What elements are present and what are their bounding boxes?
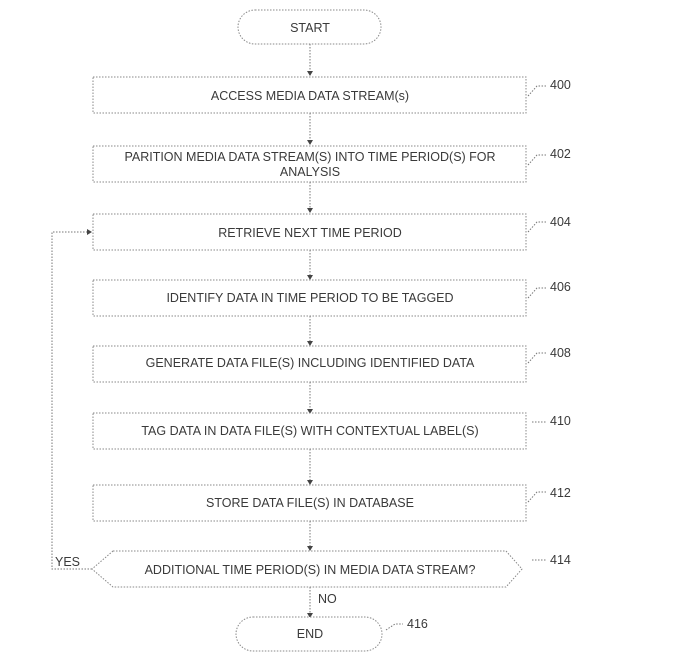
- ref-leader: [385, 623, 403, 631]
- step-label-line-1: PARITION MEDIA DATA STREAM(S) INTO TIME …: [124, 150, 495, 164]
- arrow-head: [307, 341, 313, 346]
- step-412: STORE DATA FILE(S) IN DATABASE 412: [92, 484, 571, 522]
- arrow-head: [307, 409, 313, 414]
- ref-number: 406: [550, 280, 571, 294]
- arrow-head: [307, 613, 313, 618]
- step-404: RETRIEVE NEXT TIME PERIOD 404: [92, 213, 571, 251]
- step-label: TAG DATA IN DATA FILE(S) WITH CONTEXTUAL…: [141, 424, 478, 438]
- yes-label: YES: [55, 555, 80, 569]
- end-terminal: END 416: [235, 616, 428, 652]
- arrow-head: [307, 140, 313, 145]
- ref-leader: [527, 85, 546, 97]
- arrow-head: [87, 229, 92, 235]
- ref-number: 414: [550, 553, 571, 567]
- ref-leader: [527, 491, 546, 503]
- step-410: TAG DATA IN DATA FILE(S) WITH CONTEXTUAL…: [92, 412, 571, 450]
- arrow-head: [307, 208, 313, 213]
- step-box: [92, 213, 527, 251]
- ref-leader: [527, 154, 546, 166]
- yes-loop: YES: [51, 229, 92, 570]
- ref-number: 400: [550, 78, 571, 92]
- step-box: [92, 484, 527, 522]
- step-box: [92, 412, 527, 450]
- arrow-head: [307, 71, 313, 76]
- ref-leader: [527, 287, 546, 299]
- step-box: [92, 145, 527, 183]
- step-label: RETRIEVE NEXT TIME PERIOD: [218, 226, 402, 240]
- ref-number: 408: [550, 346, 571, 360]
- step-box: [92, 76, 527, 114]
- ref-number: 412: [550, 486, 571, 500]
- start-terminal: START: [237, 9, 382, 45]
- ref-number: 416: [407, 617, 428, 631]
- end-label: END: [297, 627, 323, 641]
- arrow-head: [307, 275, 313, 280]
- ref-number: 404: [550, 215, 571, 229]
- step-label: ACCESS MEDIA DATA STREAM(s): [211, 89, 409, 103]
- ref-number: 410: [550, 414, 571, 428]
- yes-connector: [51, 231, 92, 570]
- step-box: [92, 279, 527, 317]
- no-label: NO: [318, 592, 337, 606]
- step-402: PARITION MEDIA DATA STREAM(S) INTO TIME …: [92, 145, 571, 183]
- decision-label: ADDITIONAL TIME PERIOD(S) IN MEDIA DATA …: [145, 563, 476, 577]
- ref-number: 402: [550, 147, 571, 161]
- end-shape: [235, 616, 383, 652]
- arrow-head: [307, 546, 313, 551]
- decision-414: ADDITIONAL TIME PERIOD(S) IN MEDIA DATA …: [91, 550, 571, 588]
- ref-leader: [527, 221, 546, 233]
- step-400: ACCESS MEDIA DATA STREAM(s) 400: [92, 76, 571, 114]
- step-label: GENERATE DATA FILE(S) INCLUDING IDENTIFI…: [146, 356, 475, 370]
- step-label-line-2: ANALYSIS: [280, 165, 340, 179]
- step-label: IDENTIFY DATA IN TIME PERIOD TO BE TAGGE…: [166, 291, 453, 305]
- start-label: START: [290, 21, 330, 35]
- step-label: STORE DATA FILE(S) IN DATABASE: [206, 496, 414, 510]
- step-406: IDENTIFY DATA IN TIME PERIOD TO BE TAGGE…: [92, 279, 571, 317]
- ref-leader: [527, 352, 546, 364]
- step-408: GENERATE DATA FILE(S) INCLUDING IDENTIFI…: [92, 345, 571, 383]
- step-box: [92, 345, 527, 383]
- arrow-head: [307, 480, 313, 485]
